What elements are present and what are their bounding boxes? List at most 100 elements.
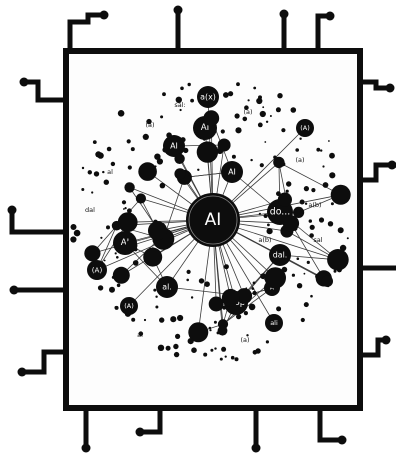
circuit-pin-end xyxy=(174,6,183,15)
network-dot xyxy=(143,134,149,140)
network-dot xyxy=(106,225,110,229)
circuit-pin-icon xyxy=(359,82,390,88)
network-dot xyxy=(177,315,183,321)
network-dot xyxy=(197,169,199,171)
network-text-fragment: sal xyxy=(313,236,322,244)
network-dot xyxy=(328,140,330,142)
circuit-pin-end xyxy=(280,10,289,19)
network-dot xyxy=(311,188,315,192)
network-dot xyxy=(253,350,258,355)
network-dot xyxy=(173,344,178,349)
network-dot xyxy=(297,283,302,288)
network-dot xyxy=(244,311,248,315)
network-dot xyxy=(188,83,191,86)
network-dot xyxy=(115,306,119,310)
network-node-label: (A) xyxy=(124,302,133,310)
circuit-pin-icon xyxy=(320,410,342,440)
network-dot xyxy=(338,227,344,233)
network-dot xyxy=(248,99,250,101)
network-node: dal. xyxy=(269,244,291,266)
network-dot xyxy=(127,139,131,143)
network-dot xyxy=(155,296,157,298)
network-dot xyxy=(331,202,334,205)
network-node xyxy=(136,193,146,203)
circuit-pin-end xyxy=(18,368,27,377)
network-text-fragment: al xyxy=(137,331,143,339)
network-dot xyxy=(131,147,135,151)
network-dot xyxy=(102,171,104,173)
network-dot xyxy=(231,356,235,360)
network-dot xyxy=(128,165,132,169)
network-dot xyxy=(104,180,109,185)
network-dot xyxy=(235,357,239,361)
network-dot xyxy=(267,224,270,227)
network-dot xyxy=(107,147,112,152)
network-dot xyxy=(221,129,225,133)
network-dot xyxy=(264,141,266,143)
network-text-fragment: (a) xyxy=(243,108,252,116)
circuit-pin-icon xyxy=(70,15,104,50)
network-dot xyxy=(100,237,102,239)
network-dot xyxy=(158,345,164,351)
network-dot xyxy=(115,252,117,254)
network-dot xyxy=(95,151,101,157)
network-node xyxy=(327,249,349,271)
circuit-pin-end xyxy=(388,161,396,170)
network-dot xyxy=(214,347,216,349)
network-node: (A) xyxy=(296,119,314,137)
network-dot xyxy=(116,256,119,259)
network-dot xyxy=(316,148,320,152)
network-dot xyxy=(224,264,229,269)
network-dot xyxy=(235,113,240,118)
network-dot xyxy=(82,167,84,169)
network-dot xyxy=(259,213,261,215)
network-node xyxy=(118,212,138,232)
network-dot xyxy=(175,334,180,339)
network-dot xyxy=(180,87,184,91)
network-dot xyxy=(125,207,127,209)
network-dot xyxy=(74,230,81,237)
network-text-fragment: sal: xyxy=(174,101,185,109)
network-dot xyxy=(243,117,248,122)
network-text-fragment: dal xyxy=(85,206,95,214)
circuit-pin-icon xyxy=(359,340,386,355)
network-node xyxy=(124,182,134,192)
network-node xyxy=(218,139,231,152)
network-dot xyxy=(249,304,256,311)
circuit-pin-end xyxy=(20,78,29,87)
network-dot xyxy=(214,321,217,324)
network-node xyxy=(174,168,185,179)
circuit-pin-end xyxy=(100,11,109,20)
network-dot xyxy=(267,228,273,234)
network-dot xyxy=(203,353,207,357)
circuit-pin-end xyxy=(136,428,145,437)
network-node-label: a(x) xyxy=(200,93,216,102)
network-dot xyxy=(160,183,166,189)
network-node: al. xyxy=(156,276,178,298)
network-node xyxy=(331,185,351,205)
circuit-pin-end xyxy=(382,336,391,345)
network-node: ali xyxy=(265,314,283,332)
network-dot xyxy=(300,200,305,205)
network-dot xyxy=(180,109,182,111)
circuit-pin-end xyxy=(386,84,395,93)
network-dot xyxy=(250,159,252,161)
network-node xyxy=(138,162,157,181)
network-dot xyxy=(329,153,335,159)
network-text-fragment: (a) xyxy=(295,156,304,164)
network-dot xyxy=(153,289,156,292)
center-ai-node: AI xyxy=(186,193,240,247)
circuit-pin-end xyxy=(82,444,91,453)
circuit-pin-icon xyxy=(24,82,68,100)
network-node xyxy=(273,157,284,168)
network-dot xyxy=(93,140,97,144)
network-dot xyxy=(221,347,226,352)
center-ai-label: AI xyxy=(205,210,222,230)
network-dot xyxy=(117,284,121,288)
network-node xyxy=(84,245,100,261)
network-dot xyxy=(309,219,312,222)
network-dot xyxy=(276,306,281,311)
network-dot xyxy=(276,107,281,112)
network-dot xyxy=(209,327,212,330)
